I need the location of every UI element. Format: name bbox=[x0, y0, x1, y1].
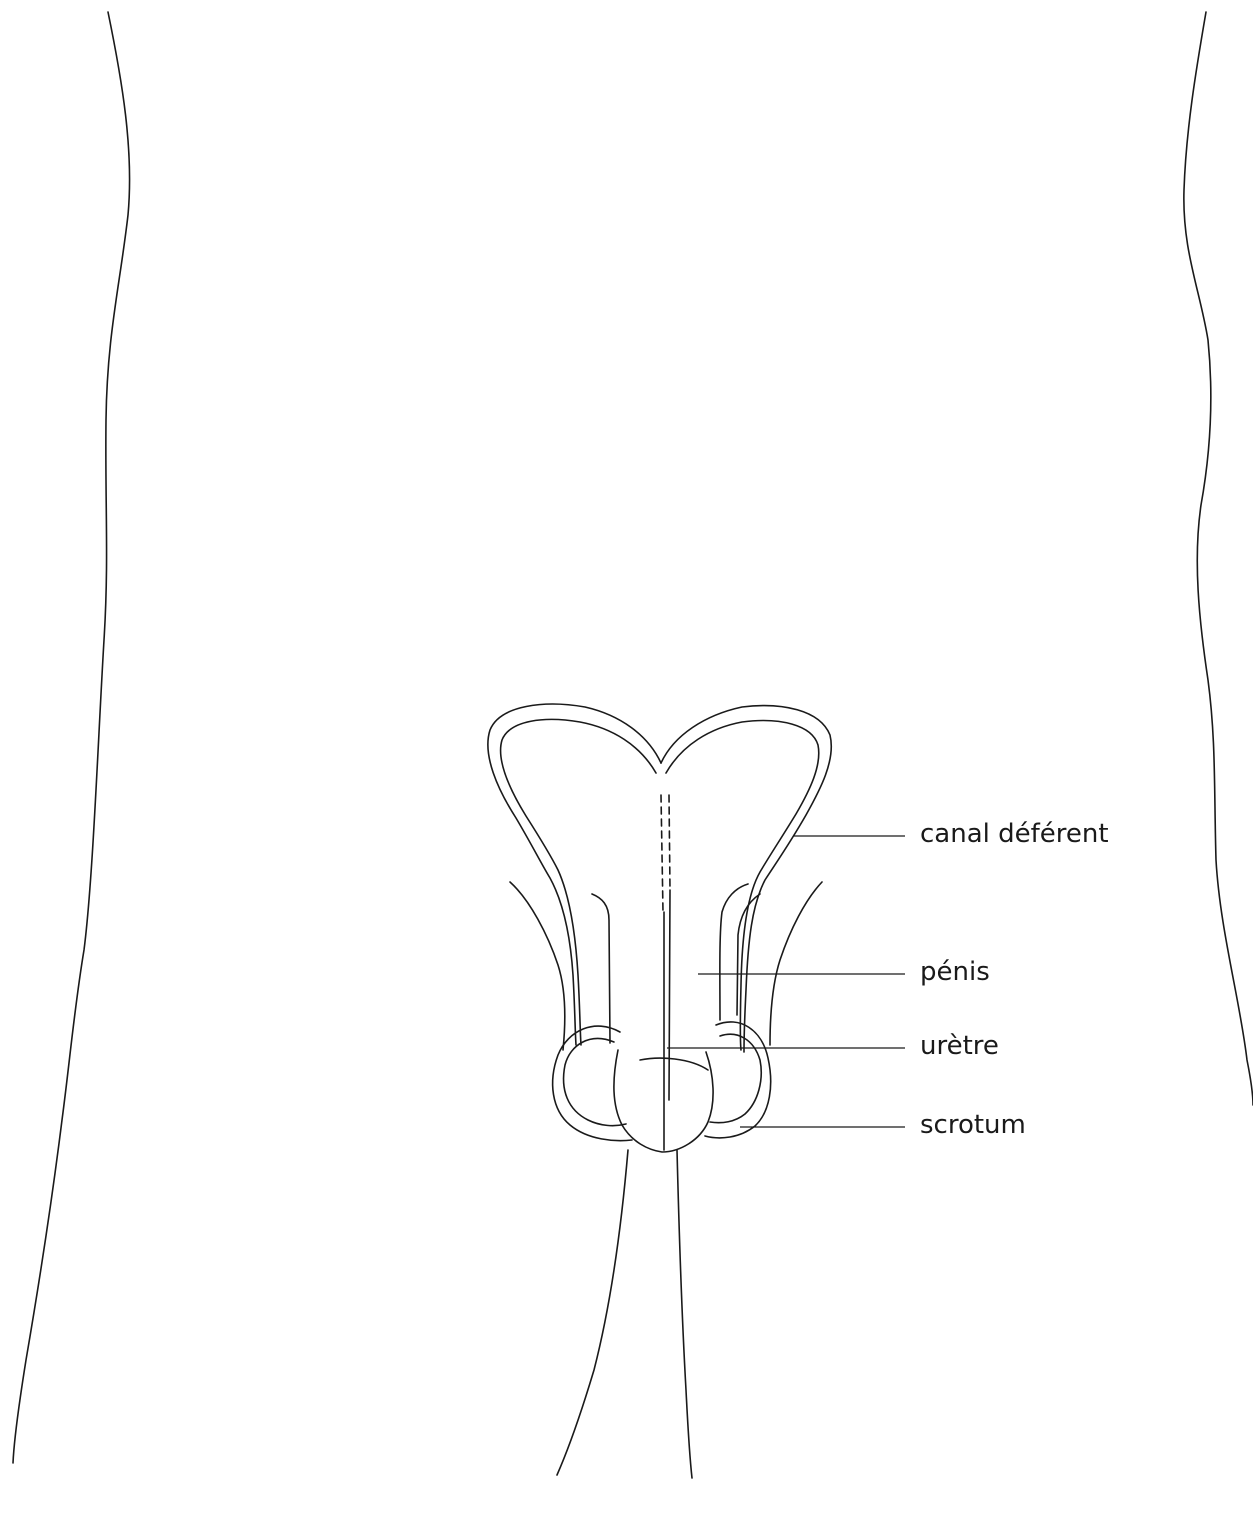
leg-outline-right bbox=[677, 1150, 692, 1478]
vas-deferens-left bbox=[592, 894, 610, 1043]
label-uretre: urètre bbox=[920, 1031, 999, 1061]
label-penis: pénis bbox=[920, 957, 990, 987]
body-outline-left bbox=[13, 12, 130, 1463]
glans-ridge bbox=[640, 1058, 708, 1070]
urethra-line-right bbox=[669, 890, 670, 1100]
central-dashed-line bbox=[661, 795, 663, 912]
central-dashed-line-right bbox=[669, 795, 670, 890]
organ-outer-outline-right bbox=[661, 706, 831, 1052]
organ-inner-outline-right bbox=[666, 721, 819, 1050]
organ-inner-outline bbox=[501, 719, 656, 1045]
leg-outline-left bbox=[557, 1150, 628, 1475]
vas-deferens-right bbox=[720, 884, 748, 1020]
organ-outer-outline bbox=[488, 704, 661, 1045]
testis-left bbox=[553, 1026, 632, 1141]
label-canal-deferent: canal déférent bbox=[920, 819, 1109, 849]
scrotum-fold-left bbox=[510, 882, 565, 1050]
body-outline-right bbox=[1184, 12, 1253, 1105]
scrotum-fold-right bbox=[770, 882, 822, 1045]
label-scrotum: scrotum bbox=[920, 1110, 1026, 1140]
